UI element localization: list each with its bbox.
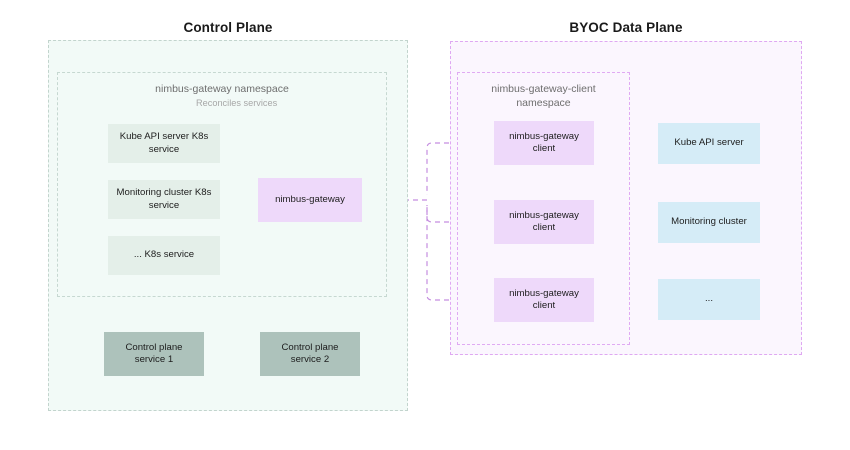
node-monitoring-cluster[interactable]: Monitoring cluster [658, 202, 760, 243]
node-nimbus-gateway-client-2[interactable]: nimbus-gateway client [494, 200, 594, 244]
node-nimbus-gateway[interactable]: nimbus-gateway [258, 178, 362, 222]
nimbus-gateway-client-namespace-label-line2: namespace [516, 97, 571, 109]
node-label: nimbus-gateway [275, 193, 345, 205]
node-kube-api-server[interactable]: Kube API server [658, 123, 760, 164]
node-label: nimbus-gateway client [509, 287, 579, 312]
node-nimbus-gateway-client-3[interactable]: nimbus-gateway client [494, 278, 594, 322]
nimbus-gateway-client-namespace-container: nimbus-gateway-client namespace [457, 72, 630, 345]
node-label: nimbus-gateway client [509, 130, 579, 155]
node-control-plane-service-1[interactable]: Control plane service 1 [104, 332, 204, 376]
node-label: nimbus-gateway client [509, 209, 579, 234]
node-label: Kube API server [674, 137, 744, 149]
control-plane-title: Control Plane [183, 20, 273, 35]
node-label: Kube API server K8s service [119, 131, 209, 155]
node-label: Control plane service 1 [125, 341, 183, 366]
node-ellipsis-target[interactable]: ... [658, 279, 760, 320]
node-monitoring-cluster-k8s-service[interactable]: Monitoring cluster K8s service [108, 180, 220, 219]
nimbus-gateway-namespace-container: nimbus-gateway namespace [57, 72, 387, 297]
reconciles-services-label: Reconciles services [196, 98, 278, 108]
byoc-data-plane-title: BYOC Data Plane [569, 20, 683, 35]
nimbus-gateway-client-namespace-label-line1: nimbus-gateway-client [491, 83, 596, 95]
node-label: ... [705, 293, 713, 305]
node-label: Control plane service 2 [281, 341, 339, 366]
node-other-k8s-service[interactable]: ... K8s service [108, 236, 220, 275]
node-nimbus-gateway-client-1[interactable]: nimbus-gateway client [494, 121, 594, 165]
nimbus-gateway-namespace-label: nimbus-gateway namespace [155, 83, 289, 95]
node-kube-api-server-k8s-service[interactable]: Kube API server K8s service [108, 124, 220, 163]
node-label: Monitoring cluster [671, 216, 747, 228]
node-control-plane-service-2[interactable]: Control plane service 2 [260, 332, 360, 376]
node-label: Monitoring cluster K8s service [116, 187, 212, 211]
node-label: ... K8s service [133, 249, 195, 261]
